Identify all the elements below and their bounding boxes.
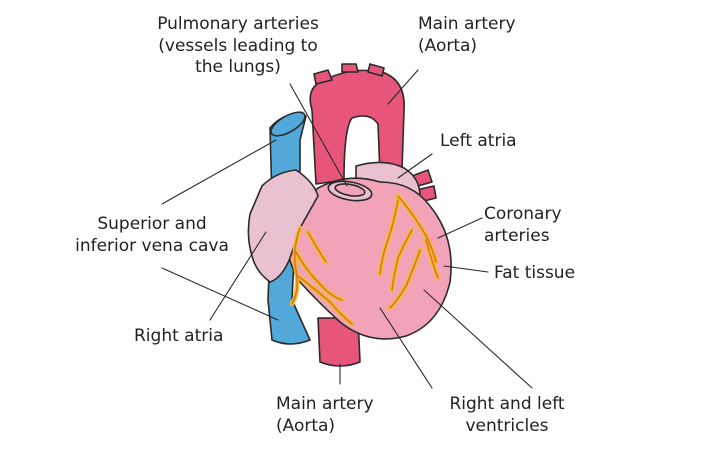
leader-ventricles-2 [423,289,533,389]
label-main-artery-bottom-line-2: (Aorta) [276,415,336,436]
label-pulmonary-line-1: Pulmonary arteries [157,14,319,34]
leader-left-atria [397,153,433,179]
descending-aorta [317,317,361,367]
label-left-atria: Left atria [440,131,517,153]
coronary-artery [291,195,439,325]
label-ventricles: Right and left ventricles [440,394,574,437]
right-atrium [247,169,319,283]
label-left-atria-line-1: Left atria [440,131,517,151]
leader-vena-cava-superior [161,139,277,205]
leader-ventricles-1 [379,307,433,389]
label-main-artery-top: Main artery (Aorta) [418,14,516,57]
label-right-atria-line-1: Right atria [134,326,224,346]
label-main-artery-bottom-line-1: Main artery [276,394,374,414]
arch-branch-3 [367,63,385,77]
label-pulmonary-arteries: Pulmonary arteries (vessels leading to t… [146,14,330,79]
label-ventricles-line-1: Right and left [449,394,565,414]
leader-right-atria [209,231,267,321]
label-coronary-line-2: arteries [484,225,550,246]
arch-branch-1 [313,69,333,85]
label-pulmonary-line-2: (vessels leading to [158,35,318,56]
vena-cava-opening [270,111,306,137]
label-ventricles-line-2: ventricles [465,415,549,436]
pulmonary-trunk-inner [334,183,366,197]
leader-coronary [437,217,483,239]
label-main-artery-top-line-1: Main artery [418,14,516,34]
leader-fat-tissue [443,265,489,273]
leader-main-artery-top [387,69,419,105]
label-fat-tissue: Fat tissue [494,263,575,285]
label-fat-tissue-line-1: Fat tissue [494,263,576,283]
label-main-artery-top-line-2: (Aorta) [418,35,478,56]
label-right-atria: Right atria [134,326,223,348]
leader-vena-cava-inferior [161,267,279,321]
label-coronary-arteries: Coronary arteries [484,204,562,247]
label-coronary-line-1: Coronary [484,204,562,224]
label-vena-cava-line-1: Superior and [97,214,207,234]
leader-pulmonary [289,83,348,187]
label-main-artery-bottom: Main artery (Aorta) [276,394,374,437]
label-vena-cava-line-2: inferior vena cava [75,235,229,256]
label-vena-cava: Superior and inferior vena cava [66,214,238,257]
label-pulmonary-line-3: the lungs) [195,57,281,77]
arch-branch-2 [341,63,359,73]
